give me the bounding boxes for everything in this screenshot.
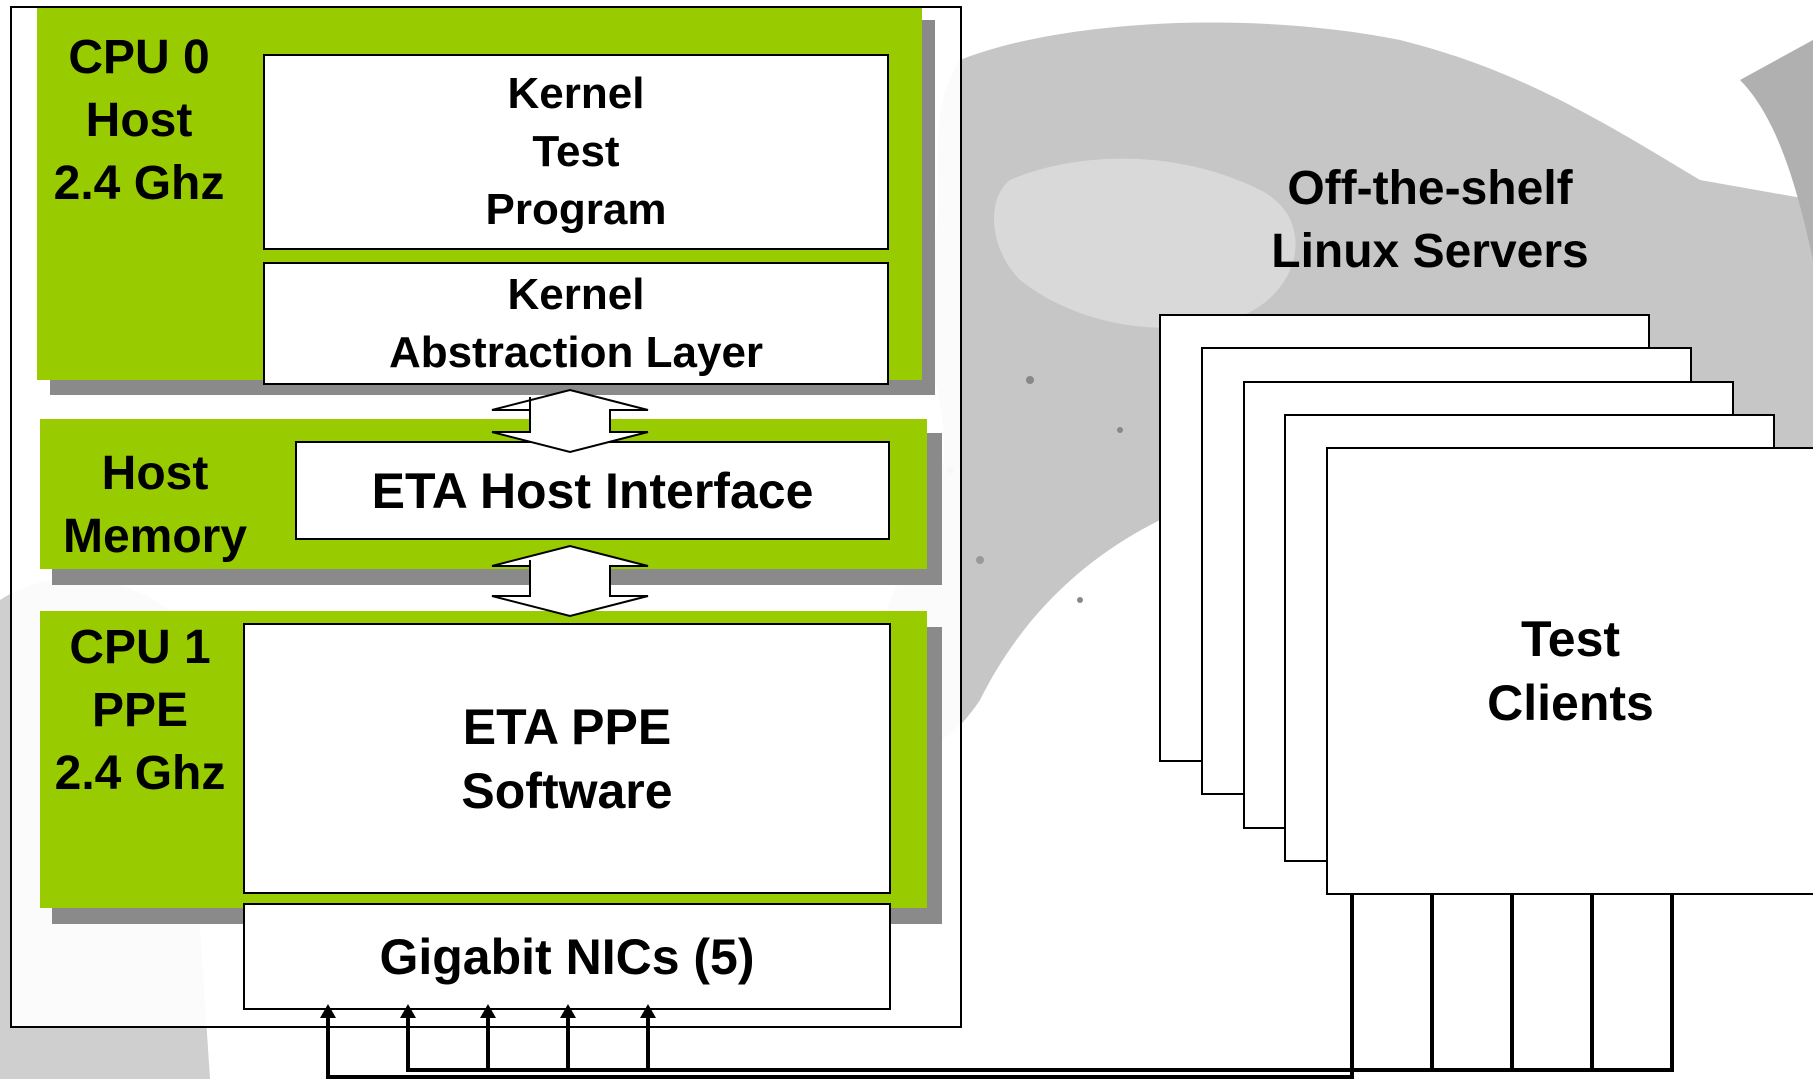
servers-title: Off-the-shelf Linux Servers bbox=[1271, 162, 1589, 278]
cpu1-label: CPU 1 PPE 2.4 Ghz bbox=[54, 620, 226, 800]
gigabit-nics-box: Gigabit NICs (5) bbox=[243, 903, 891, 1010]
eta-host-interface-box: ETA Host Interface bbox=[295, 441, 890, 540]
kernel-test-program-box: Kernel Test Program bbox=[263, 54, 889, 250]
host-memory-label: Host Memory bbox=[62, 447, 248, 563]
kernel-abstraction-layer-box: Kernel Abstraction Layer bbox=[263, 262, 889, 385]
test-clients-box: Test Clients bbox=[1326, 447, 1813, 895]
cpu0-label: CPU 0 Host 2.4 Ghz bbox=[53, 30, 225, 210]
eta-ppe-software-box: ETA PPE Software bbox=[243, 623, 891, 894]
